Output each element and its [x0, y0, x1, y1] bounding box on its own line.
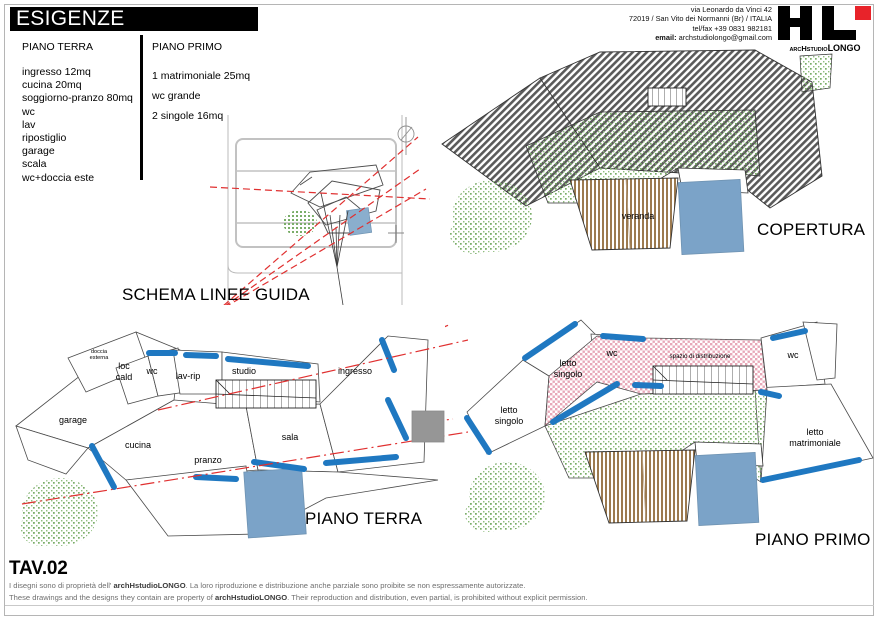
legal-notice-it: I disegni sono di proprietà dell' archHs… — [9, 581, 525, 591]
list-item: wc — [22, 105, 35, 118]
requirements-ground-list: ingresso 12mq cucina 20mq soggiorno-pran… — [22, 66, 133, 185]
legal-en-post: . Their reproduction and distribution, e… — [287, 593, 588, 602]
room-sala: sala — [281, 432, 299, 442]
room-studio: studio — [231, 366, 257, 376]
logo-studio: STUDIO — [806, 47, 828, 53]
room-garage: garage — [58, 415, 88, 425]
studio-address-line1: via Leonardo da Vinci 42 — [690, 5, 772, 14]
room-lav-rip: lav-rip — [175, 371, 201, 381]
piano-primo-drawing — [445, 318, 880, 558]
room-veranda: veranda — [621, 211, 655, 221]
studio-email-label: email: — [655, 33, 677, 43]
copertura-drawing — [430, 48, 880, 313]
list-item: 2 singole 16mq — [152, 110, 224, 122]
requirements-ground-heading: PIANO TERRA — [22, 41, 93, 53]
studio-phone: tel/fax +39 0831 982181 — [692, 23, 772, 33]
piano-primo-title: PIANO PRIMO — [755, 530, 871, 549]
logo-name: LONGO — [827, 43, 861, 53]
list-item: cucina 20mq — [22, 79, 82, 92]
logo-mid: H — [801, 44, 807, 53]
hl-monogram-icon — [778, 6, 856, 40]
room-wc-ground: wc — [146, 366, 158, 376]
schema-linee-guida-drawing — [180, 115, 440, 305]
room-pranzo: pranzo — [194, 455, 222, 465]
studio-email[interactable]: archstudiolongo@gmail.com — [678, 33, 772, 43]
list-item: 1 matrimoniale 25mq — [152, 70, 251, 82]
logo-prefix: ARC — [789, 47, 802, 53]
copertura-title: COPERTURA — [757, 220, 866, 239]
list-item: wc+doccia este — [22, 171, 95, 184]
room-wc-first-2: wc — [787, 350, 799, 360]
studio-contact-block: via Leonardo da Vinci 42 72019 / San Vit… — [629, 5, 772, 43]
legal-it-pre: I disegni sono di proprietà dell' — [9, 581, 114, 590]
footer-divider — [5, 605, 874, 606]
piano-terra-title: PIANO TERRA — [305, 509, 423, 528]
legal-it-post: . La loro riproduzione e distribuzione a… — [185, 581, 526, 590]
studio-logo: ARCHSTUDIOLONGO — [776, 4, 874, 54]
list-item: scala — [22, 158, 47, 171]
logo-accent-square — [855, 6, 871, 20]
list-item: garage — [22, 145, 55, 158]
list-item: lav — [22, 118, 36, 131]
north-arrow-icon — [397, 117, 415, 155]
list-item: soggiorno-pranzo 80mq — [22, 92, 133, 105]
room-spazio-distribuzione: spazio di distribuzione — [669, 353, 731, 360]
room-ingresso: ingresso — [337, 366, 373, 376]
legal-notice-en: These drawings and the designs they cont… — [9, 593, 588, 603]
list-item: ripostiglio — [22, 132, 67, 145]
column-divider — [140, 35, 143, 180]
studio-address-line2: 72019 / San Vito dei Normanni (Br) / ITA… — [628, 14, 772, 24]
legal-en-studio: archHstudioLONGO — [215, 593, 288, 602]
drawing-number: TAV.02 — [9, 558, 68, 579]
section-title: ESIGENZE — [16, 7, 125, 30]
room-cucina: cucina — [124, 440, 151, 450]
requirements-first-list: 1 matrimoniale 25mq wc grande 2 singole … — [152, 66, 250, 126]
section-title-bar: ESIGENZE — [10, 7, 258, 31]
legal-en-pre: These drawings and the designs they cont… — [9, 593, 215, 602]
room-wc-first-1: wc — [606, 348, 618, 358]
schema-title: SCHEMA LINEE GUIDA — [122, 285, 310, 304]
list-item: ingresso 12mq — [22, 66, 91, 78]
list-item: wc grande — [152, 90, 201, 102]
logo-wordmark: ARCHSTUDIOLONGO — [776, 43, 874, 55]
piano-terra-drawing — [8, 322, 468, 557]
requirements-first-heading: PIANO PRIMO — [152, 41, 223, 53]
legal-it-studio: archHstudioLONGO — [113, 581, 186, 590]
